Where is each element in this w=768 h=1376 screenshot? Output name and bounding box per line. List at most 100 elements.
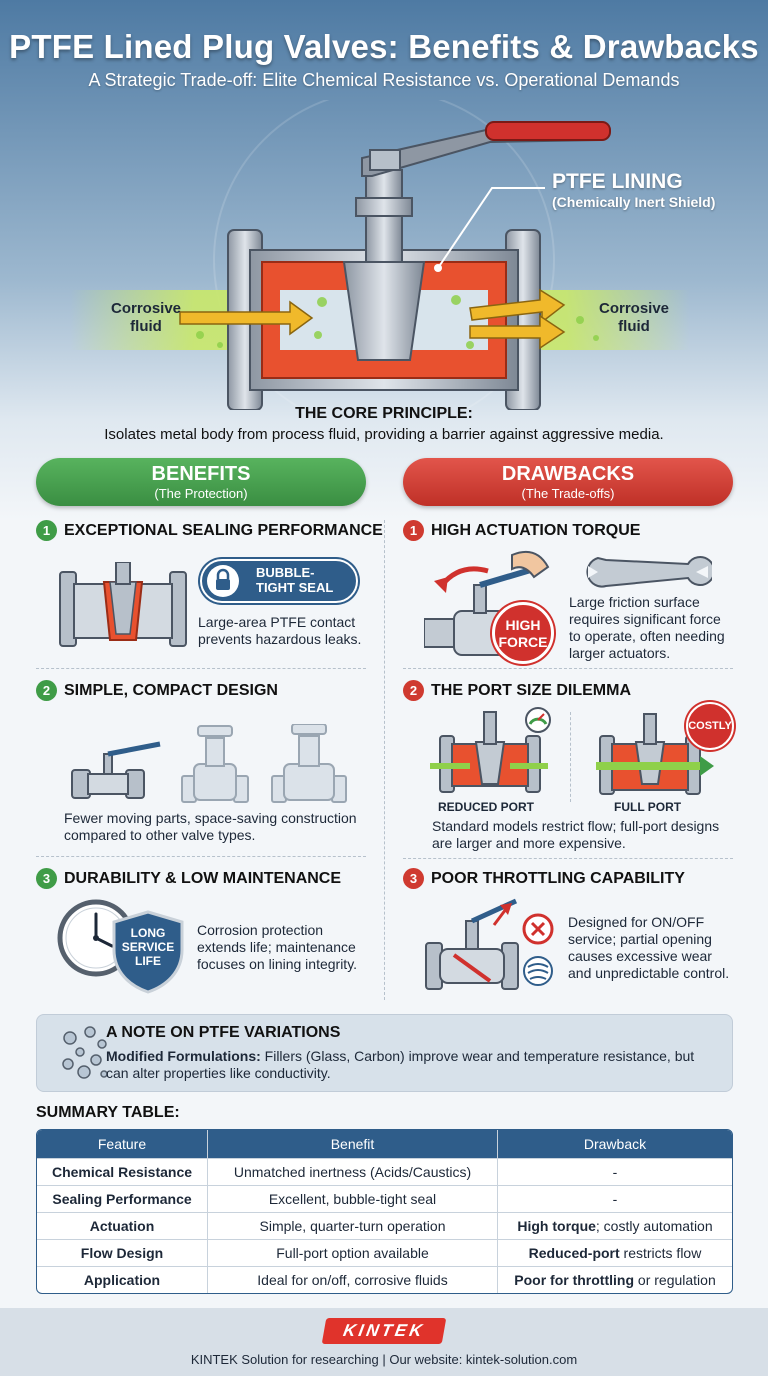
cell-drawback: High torque; costly automation (497, 1212, 732, 1239)
table-row: Flow Design Full-port option available R… (37, 1239, 732, 1266)
cell-drawback-bold: Poor for throttling (514, 1272, 635, 1288)
drawbacks-subtitle: (The Trade-offs) (521, 486, 615, 501)
summary-table-header: Feature Benefit Drawback (37, 1130, 732, 1158)
cell-feature: Sealing Performance (37, 1185, 207, 1212)
drawback-3-text: Designed for ON/OFF service; partial ope… (568, 914, 730, 981)
benefit-2-number: 2 (36, 680, 57, 701)
cell-feature: Chemical Resistance (37, 1158, 207, 1185)
drawback-2-heading: 2 THE PORT SIZE DILEMMA (403, 680, 631, 701)
reduced-port-valve-icon (430, 707, 551, 793)
benefit-divider-1 (36, 668, 366, 669)
drawback-divider-2 (403, 858, 733, 859)
note-text: Modified Formulations: Fillers (Glass, C… (106, 1048, 706, 1082)
benefits-header: BENEFITS (The Protection) (36, 458, 366, 506)
cell-feature: Application (37, 1266, 207, 1293)
table-row: Sealing Performance Excellent, bubble-ti… (37, 1185, 732, 1212)
website-link[interactable]: Our website: kintek-solution.com (389, 1352, 578, 1367)
drawback-1-title: HIGH ACTUATION TORQUE (431, 521, 641, 539)
table-row: Application Ideal for on/off, corrosive … (37, 1266, 732, 1293)
long-service-life-badge: LONG SERVICE LIFE (121, 926, 175, 968)
compact-valve-comparison-icon (71, 724, 347, 803)
benefit-1-heading: 1 EXCEPTIONAL SEALING PERFORMANCE (36, 520, 383, 541)
cell-drawback-rest: or regulation (634, 1272, 716, 1288)
cell-benefit: Ideal for on/off, corrosive fluids (207, 1266, 497, 1293)
cell-drawback: - (497, 1185, 732, 1212)
benefit-2-title: SIMPLE, COMPACT DESIGN (64, 681, 278, 699)
valve-plug (342, 261, 426, 361)
benefit-divider-2 (36, 856, 366, 857)
costly-badge: COSTLY (686, 702, 734, 750)
benefit-1-title: EXCEPTIONAL SEALING PERFORMANCE (64, 521, 383, 539)
high-force-badge: HIGH FORCE (492, 602, 554, 664)
port-divider (570, 712, 571, 802)
drawback-divider-1 (403, 668, 733, 669)
col-benefit: Benefit (207, 1130, 497, 1158)
cell-drawback: - (497, 1158, 732, 1185)
cell-drawback-rest: - (612, 1164, 618, 1180)
cell-feature: Actuation (37, 1212, 207, 1239)
cell-drawback: Poor for throttling or regulation (497, 1266, 732, 1293)
note-title: A NOTE ON PTFE VARIATIONS (106, 1024, 341, 1041)
core-principle-title: THE CORE PRINCIPLE: (295, 405, 473, 422)
reduced-port-label: REDUCED PORT (438, 800, 535, 814)
benefit-2-text: Fewer moving parts, space-saving constru… (64, 810, 357, 843)
cell-drawback-rest: ; costly automation (595, 1218, 713, 1234)
table-row: Actuation Simple, quarter-turn operation… (37, 1212, 732, 1239)
cell-feature: Flow Design (37, 1239, 207, 1266)
cell-drawback: Reduced-port restricts flow (497, 1239, 732, 1266)
drawback-2-text: Standard models restrict flow; full-port… (432, 818, 720, 851)
cell-drawback-rest: - (612, 1191, 618, 1207)
benefit-3-number: 3 (36, 868, 57, 889)
ptfe-variations-note (36, 1014, 733, 1092)
summary-table: Feature Benefit Drawback Chemical Resist… (36, 1129, 733, 1294)
benefits-subtitle: (The Protection) (154, 486, 248, 501)
valve-cross-section-illustration (70, 100, 690, 410)
benefit-3-text: Corrosion protection extends life; maint… (197, 922, 358, 972)
ptfe-lining-sublabel: (Chemically Inert Shield) (552, 194, 716, 210)
drawback-2-number: 2 (403, 680, 424, 701)
summary-table-label: SUMMARY TABLE: (36, 1104, 180, 1121)
col-drawback: Drawback (497, 1130, 732, 1158)
benefit-2-heading: 2 SIMPLE, COMPACT DESIGN (36, 680, 278, 701)
kintek-logo: KINTEK (321, 1318, 447, 1344)
ptfe-lining-label: PTFE LINING (552, 170, 683, 193)
cell-benefit: Excellent, bubble-tight seal (207, 1185, 497, 1212)
drawbacks-header: DRAWBACKS (The Trade-offs) (403, 458, 733, 506)
benefit-3-heading: 3 DURABILITY & LOW MAINTENANCE (36, 868, 341, 889)
cell-drawback-bold: Reduced-port (528, 1245, 620, 1261)
drawback-1-number: 1 (403, 520, 424, 541)
drawback-3-title: POOR THROTTLING CAPABILITY (431, 869, 685, 887)
footer-text-left: KINTEK Solution for researching (190, 1352, 379, 1367)
cell-drawback-bold: High torque (517, 1218, 596, 1234)
shield-icon (112, 910, 184, 994)
col-feature: Feature (37, 1130, 207, 1158)
wrench-icon (586, 556, 712, 588)
benefits-title: BENEFITS (151, 463, 251, 485)
bubble-tight-badge-text: BUBBLE-TIGHT SEAL (256, 565, 334, 595)
drawbacks-title: DRAWBACKS (501, 463, 635, 485)
drawback-3-heading: 3 POOR THROTTLING CAPABILITY (403, 868, 685, 889)
fluid-label-right: Corrosive fluid (598, 300, 670, 335)
column-divider (384, 520, 385, 1000)
core-principle-text: Isolates metal body from process fluid, … (104, 426, 664, 443)
page-subtitle: A Strategic Trade-off: Elite Chemical Re… (88, 70, 680, 90)
cell-benefit: Unmatched inertness (Acids/Caustics) (207, 1158, 497, 1185)
sealing-valve-icon (59, 562, 187, 647)
benefit-1-text: Large-area PTFE contact prevents hazardo… (198, 614, 362, 647)
filler-particles-icon (62, 1026, 108, 1079)
padlock-icon (207, 565, 239, 597)
drawback-1-text: Large friction surface requires signific… (569, 594, 725, 661)
footer-text: KINTEK Solution for researching | Our we… (0, 1352, 768, 1367)
benefit-1-number: 1 (36, 520, 57, 541)
note-lead: Modified Formulations: (106, 1048, 261, 1064)
full-port-valve-icon (596, 713, 714, 795)
fluid-label-left: Corrosive fluid (110, 300, 182, 335)
drawback-1-heading: 1 HIGH ACTUATION TORQUE (403, 520, 640, 541)
cell-benefit: Simple, quarter-turn operation (207, 1212, 497, 1239)
full-port-label: FULL PORT (614, 800, 682, 814)
cell-drawback-rest: restricts flow (619, 1245, 702, 1261)
footer-separator: | (382, 1352, 386, 1367)
benefit-3-title: DURABILITY & LOW MAINTENANCE (64, 869, 342, 887)
cell-benefit: Full-port option available (207, 1239, 497, 1266)
throttling-valve-icon (425, 898, 554, 990)
